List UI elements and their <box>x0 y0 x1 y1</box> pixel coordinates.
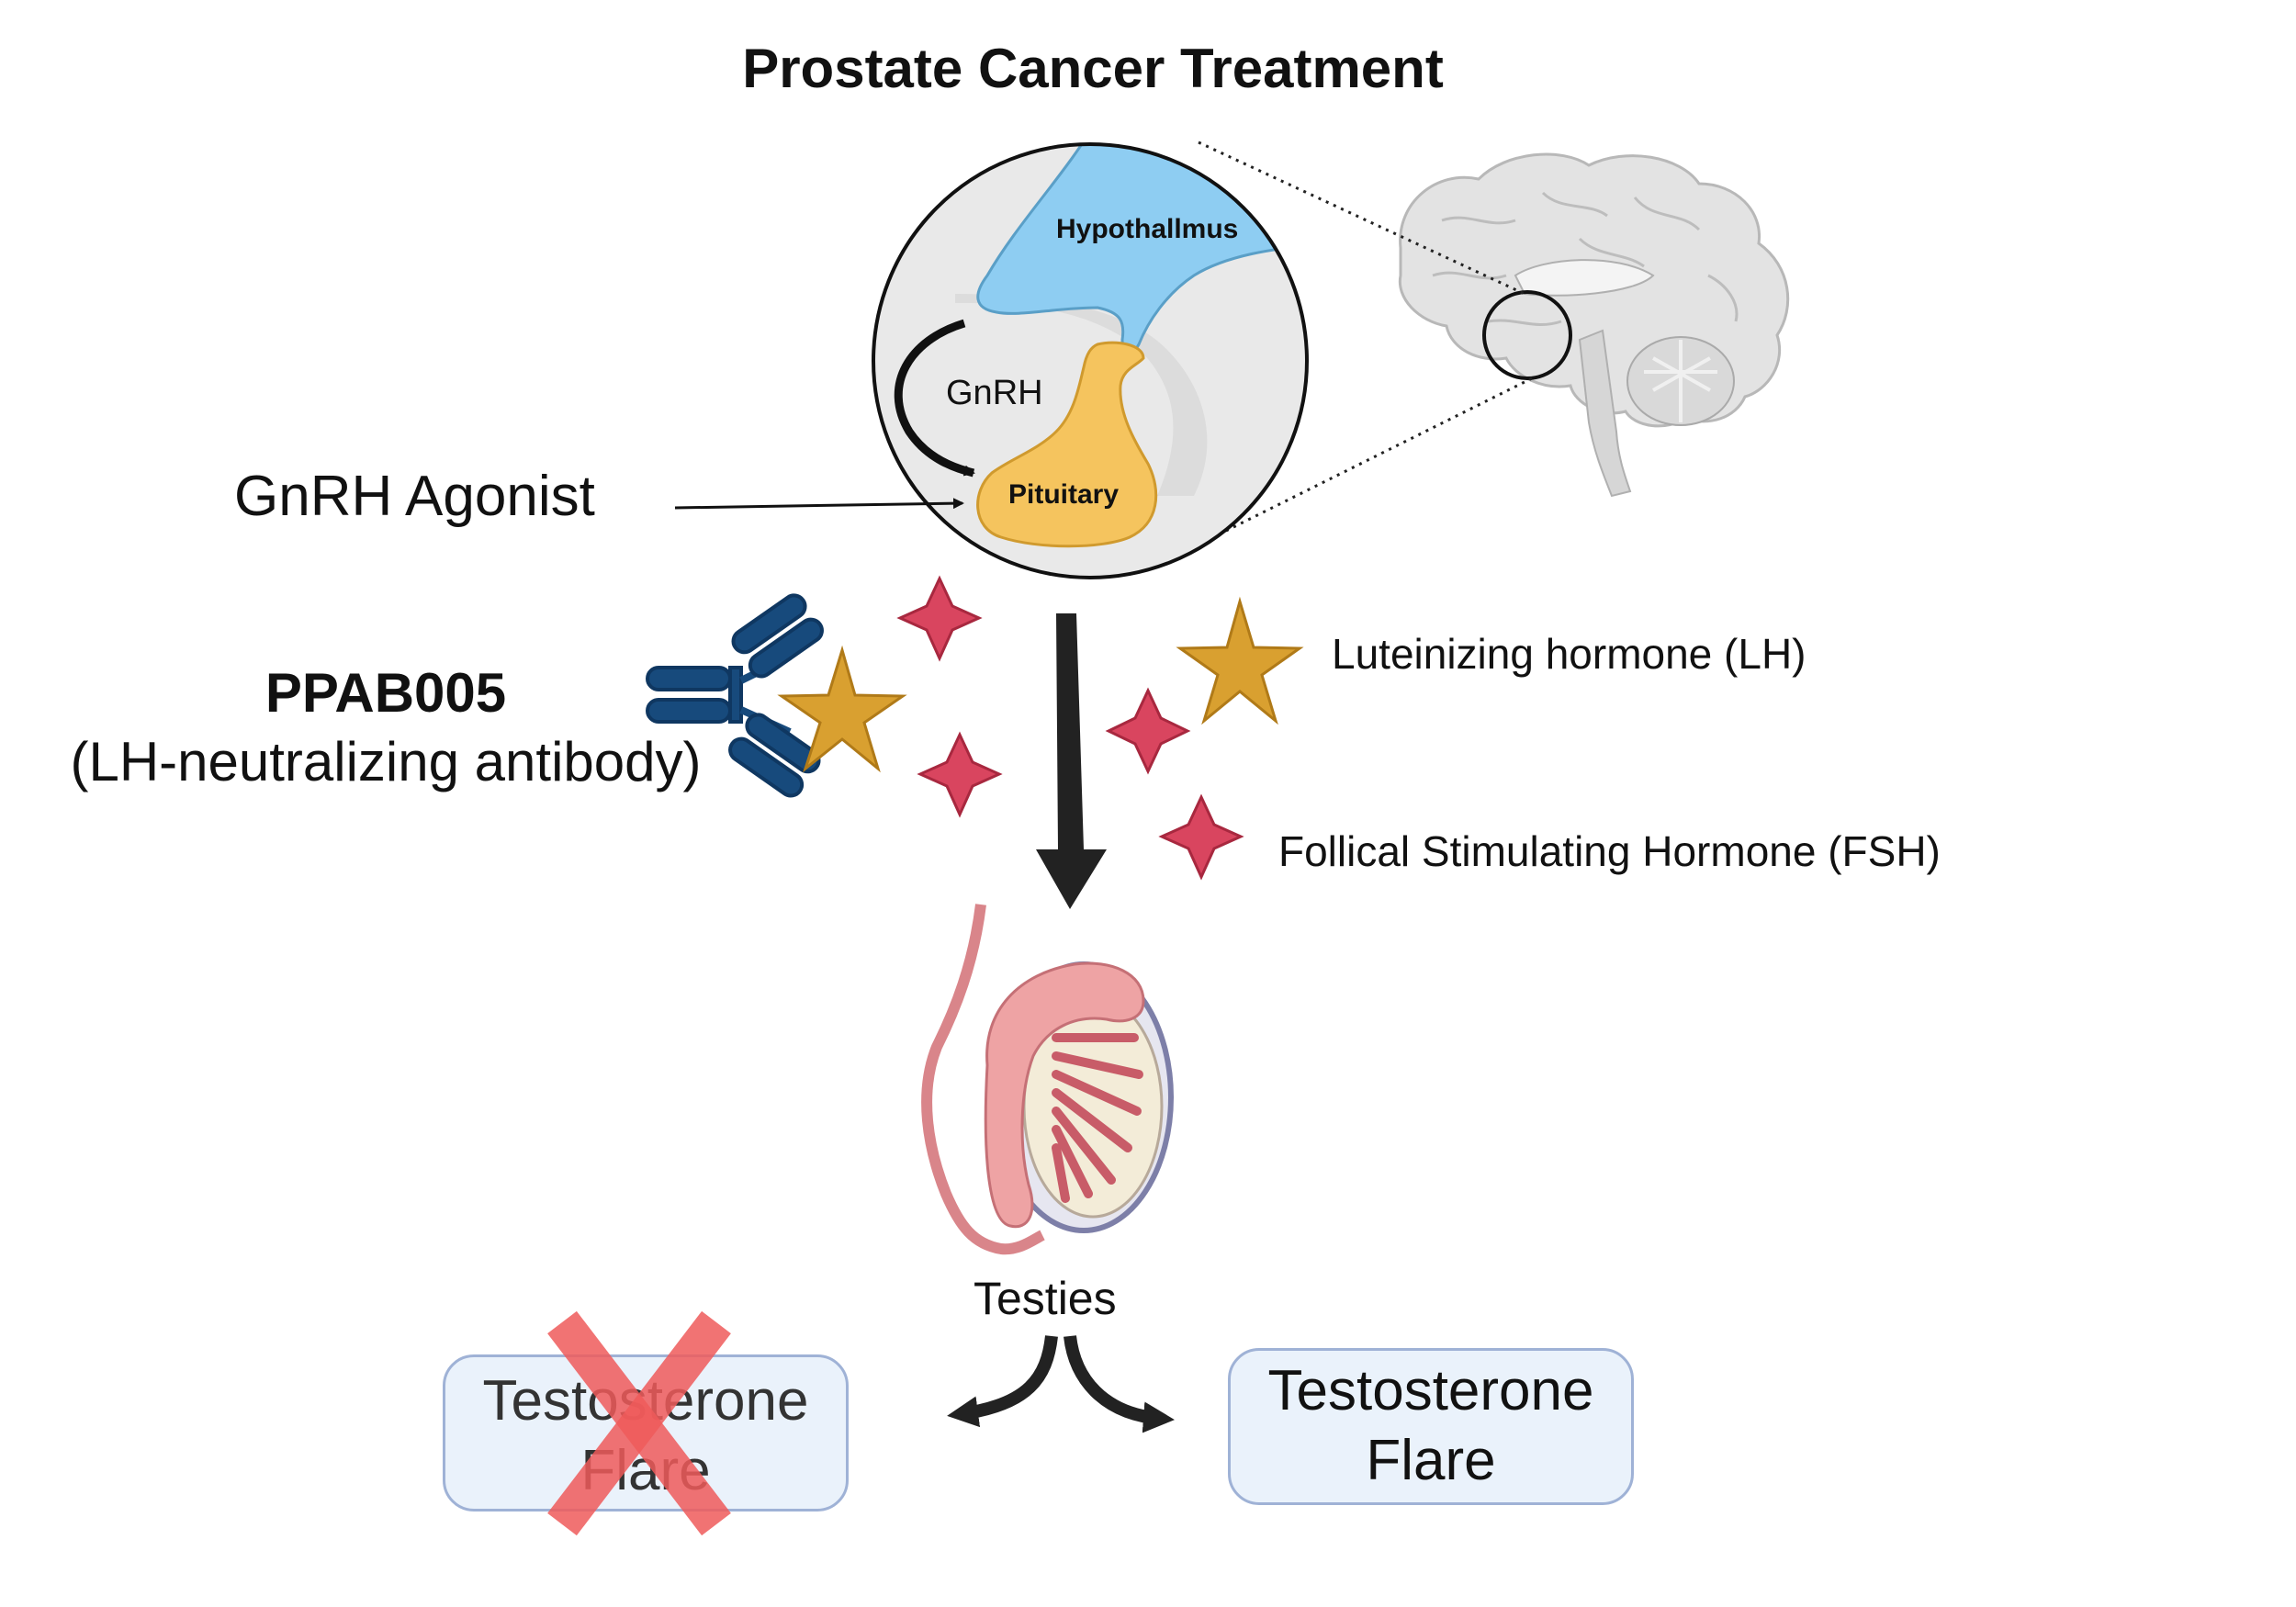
lh-legend-label: Luteinizing hormone (LH) <box>1332 630 1806 678</box>
zoom-circle <box>872 142 1309 579</box>
main-down-arrow <box>1036 613 1107 909</box>
blocked-flare-line1: Testosterone <box>482 1369 809 1433</box>
lh-star-icon <box>777 596 1304 773</box>
ppab005-label: PPAB005 <box>264 662 507 724</box>
testis-icon <box>921 904 1174 1255</box>
gnrh-agonist-label: GnRH Agonist <box>234 465 595 528</box>
antibody-icon <box>646 593 824 798</box>
diagram-title: Prostate Cancer Treatment <box>742 38 1444 99</box>
hypothalamus-label: Hypothallmus <box>1056 214 1239 244</box>
fsh-star-icon <box>896 575 1244 881</box>
pituitary-label: Pituitary <box>1008 479 1120 510</box>
blocked-flare-box: Testosterone Flare <box>443 1354 849 1511</box>
ppab005-description: (LH-neutralizing antibody) <box>70 731 702 792</box>
pituitary-shape <box>976 341 1158 548</box>
flare-line1: Testosterone <box>1267 1359 1594 1422</box>
brain-icon <box>1398 152 1790 498</box>
gnrh-label: GnRH <box>946 374 1043 412</box>
arrow-to-flare <box>1064 1335 1175 1433</box>
zoom-line-top <box>1198 140 1525 296</box>
arrow-to-blocked <box>947 1335 1058 1428</box>
testes-label: Testies <box>974 1273 1117 1324</box>
fsh-legend-label: Follical Stimulating Hormone (FSH) <box>1278 827 1941 875</box>
flare-box: Testosterone Flare <box>1228 1348 1634 1505</box>
agonist-arrow <box>674 498 964 510</box>
blocked-flare-line2: Flare <box>580 1439 711 1502</box>
flare-line2: Flare <box>1366 1429 1496 1492</box>
